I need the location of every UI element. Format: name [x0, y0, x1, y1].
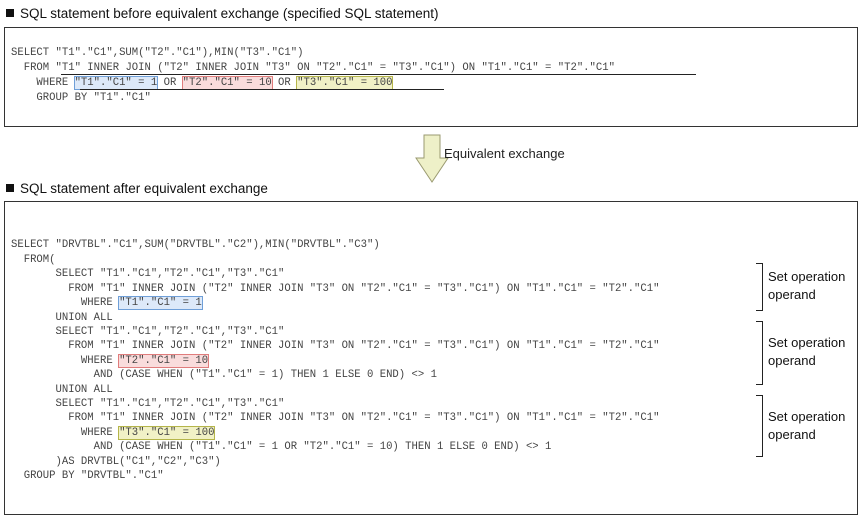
operand3-from: FROM "T1" INNER JOIN ("T2" INNER JOIN "T…	[11, 412, 660, 424]
from-underline	[61, 74, 696, 75]
operand1-from: FROM "T1" INNER JOIN ("T2" INNER JOIN "T…	[11, 283, 660, 295]
operand2-label: Set operation operand	[768, 335, 846, 368]
union-all-1: UNION ALL	[11, 312, 113, 324]
before-group-by-line: GROUP BY "T1"."C1"	[11, 92, 151, 104]
before-from-line: FROM "T1" INNER JOIN ("T2" INNER JOIN "T…	[11, 62, 615, 74]
operand1-select: SELECT "T1"."C1","T2"."C1","T3"."C1"	[11, 268, 285, 280]
operand2-condition-highlight: "T2"."C1" = 10	[118, 354, 210, 368]
after-from-line: FROM(	[11, 254, 56, 266]
after-group-by-line: GROUP BY "DRVTBL"."C1"	[11, 470, 164, 482]
square-bullet-icon	[6, 9, 14, 17]
operand2-and: AND (CASE WHEN ("T1"."C1" = 1) THEN 1 EL…	[11, 369, 437, 381]
after-heading: SQL statement after equivalent exchange	[6, 181, 268, 196]
derived-table-alias: )AS DRVTBL("C1","C2","C3")	[11, 456, 221, 468]
before-from-clause: "T1" INNER JOIN ("T2" INNER JOIN "T3" ON…	[55, 62, 615, 74]
operand3-select: SELECT "T1"."C1","T2"."C1","T3"."C1"	[11, 398, 285, 410]
condition-t1-highlight: "T1"."C1" = 1	[73, 76, 159, 90]
union-all-2: UNION ALL	[11, 384, 113, 396]
operand2-select: SELECT "T1"."C1","T2"."C1","T3"."C1"	[11, 326, 285, 338]
operand3-bracket	[756, 395, 763, 457]
operand3-where: WHERE "T3"."C1" = 100	[11, 426, 216, 440]
operand1-bracket	[756, 263, 763, 311]
condition-t2-highlight: "T2"."C1" = 10	[181, 76, 273, 90]
where-underline	[80, 89, 444, 90]
condition-t3-highlight: "T3"."C1" = 100	[296, 76, 394, 90]
before-where-line: WHERE "T1"."C1" = 1 OR "T2"."C1" = 10 OR…	[11, 76, 394, 90]
before-select-line: SELECT "T1"."C1",SUM("T2"."C1"),MIN("T3"…	[11, 47, 304, 59]
after-select-line: SELECT "DRVTBL"."C1",SUM("DRVTBL"."C2"),…	[11, 239, 380, 251]
operand3-condition-highlight: "T3"."C1" = 100	[118, 426, 216, 440]
operand3-and: AND (CASE WHEN ("T1"."C1" = 1 OR "T2"."C…	[11, 441, 552, 453]
arrow-label: Equivalent exchange	[444, 146, 565, 161]
operand2-bracket	[756, 321, 763, 385]
before-heading: SQL statement before equivalent exchange…	[6, 6, 439, 21]
down-arrow-icon	[415, 134, 449, 183]
operand2-from: FROM "T1" INNER JOIN ("T2" INNER JOIN "T…	[11, 340, 660, 352]
operand2-where: WHERE "T2"."C1" = 10	[11, 354, 210, 368]
operand1-condition-highlight: "T1"."C1" = 1	[118, 296, 203, 310]
operand3-label: Set operation operand	[768, 409, 846, 442]
operand1-label: Set operation operand	[768, 269, 846, 302]
square-bullet-icon	[6, 184, 14, 192]
operand1-where: WHERE "T1"."C1" = 1	[11, 296, 203, 310]
